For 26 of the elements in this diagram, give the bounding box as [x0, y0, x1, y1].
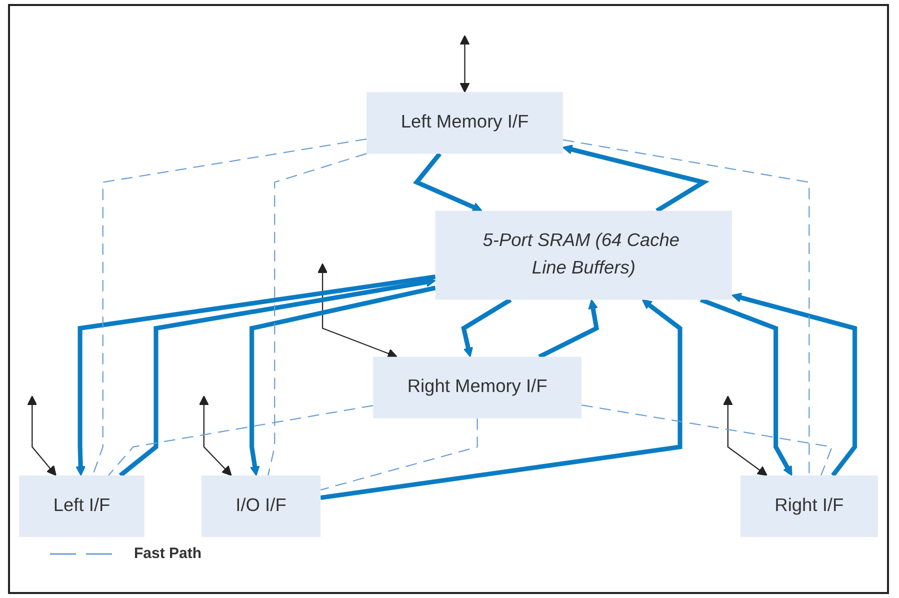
node-box: I/O I/F [201, 475, 321, 537]
connector [320, 418, 478, 490]
node-box: Left Memory I/F [366, 92, 563, 154]
arrow [320, 299, 682, 500]
connector [92, 138, 367, 476]
node-box: Right I/F [740, 475, 878, 537]
legend-text: Fast Path [134, 545, 202, 562]
arrow [27, 396, 56, 476]
connector [268, 152, 367, 476]
arrow [461, 298, 512, 358]
arrow [460, 35, 470, 93]
node-box: Left I/F [19, 475, 144, 537]
connector [108, 404, 374, 476]
arrow [318, 263, 398, 358]
node-box: 5-Port SRAM (64 Cache Line Buffers) [435, 210, 732, 300]
arrow [198, 396, 232, 476]
arrow [700, 298, 792, 476]
arrow [250, 286, 436, 476]
connector [562, 139, 810, 476]
arrow [562, 144, 710, 213]
arrow [538, 299, 600, 359]
arrow [722, 396, 768, 476]
arrow [412, 152, 482, 212]
node-box: Right Memory I/F [373, 356, 582, 418]
connector [581, 404, 833, 476]
arrow [732, 292, 858, 477]
